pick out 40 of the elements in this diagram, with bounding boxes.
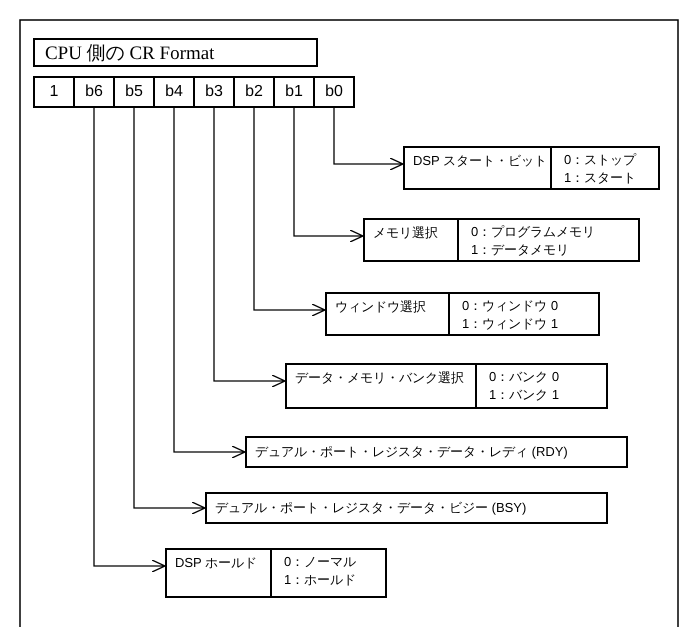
register-field-box	[285, 363, 608, 409]
bit-cell: 1	[33, 76, 75, 108]
register-field-box	[363, 218, 640, 262]
bit-cell: b0	[313, 76, 355, 108]
bit-cell: b2	[233, 76, 275, 108]
arrow	[293, 108, 364, 243]
arrow	[173, 108, 246, 459]
bit-cell: b4	[153, 76, 195, 108]
value-text: 0：ノーマル	[284, 553, 356, 571]
value-text: 1：バンク 1	[489, 386, 560, 404]
field-name: DSP スタート・ビット	[413, 153, 548, 168]
arrow	[213, 108, 286, 388]
title-box: CPU 側の CR Format	[33, 38, 318, 67]
bit-cell: b6	[73, 76, 115, 108]
field-name: DSP ホールド	[175, 555, 258, 570]
value-text: 0：バンク 0	[489, 368, 560, 386]
field-name: デュアル・ポート・レジスタ・データ・ビジー (BSY)	[215, 500, 526, 515]
field-name: デュアル・ポート・レジスタ・データ・レディ (RDY)	[255, 444, 568, 459]
value-text: 1：データメモリ	[471, 241, 570, 259]
value-text: 1：ウィンドウ 1	[462, 315, 558, 333]
value-text: 0：ストップ	[564, 151, 636, 169]
field-name: ウィンドウ選択	[335, 299, 426, 314]
value-text: 1：ホールド	[284, 571, 356, 589]
value-text: 1：スタート	[564, 169, 636, 187]
field-name: データ・メモリ・バンク選択	[295, 370, 464, 385]
register-field-box	[245, 436, 628, 468]
register-field-box	[205, 492, 608, 524]
register-field-box	[403, 146, 660, 190]
register-field-box	[325, 292, 600, 336]
field-name: メモリ選択	[373, 225, 438, 240]
arrow	[133, 108, 206, 515]
bit-cell: b1	[273, 76, 315, 108]
register-field-box	[165, 548, 387, 598]
arrow	[253, 108, 326, 317]
value-text: 0：プログラムメモリ	[471, 223, 596, 241]
value-text: 0：ウィンドウ 0	[462, 297, 558, 315]
bit-cell: b3	[193, 76, 235, 108]
arrow	[93, 108, 166, 573]
bit-cell: b5	[113, 76, 155, 108]
arrow	[333, 108, 404, 171]
